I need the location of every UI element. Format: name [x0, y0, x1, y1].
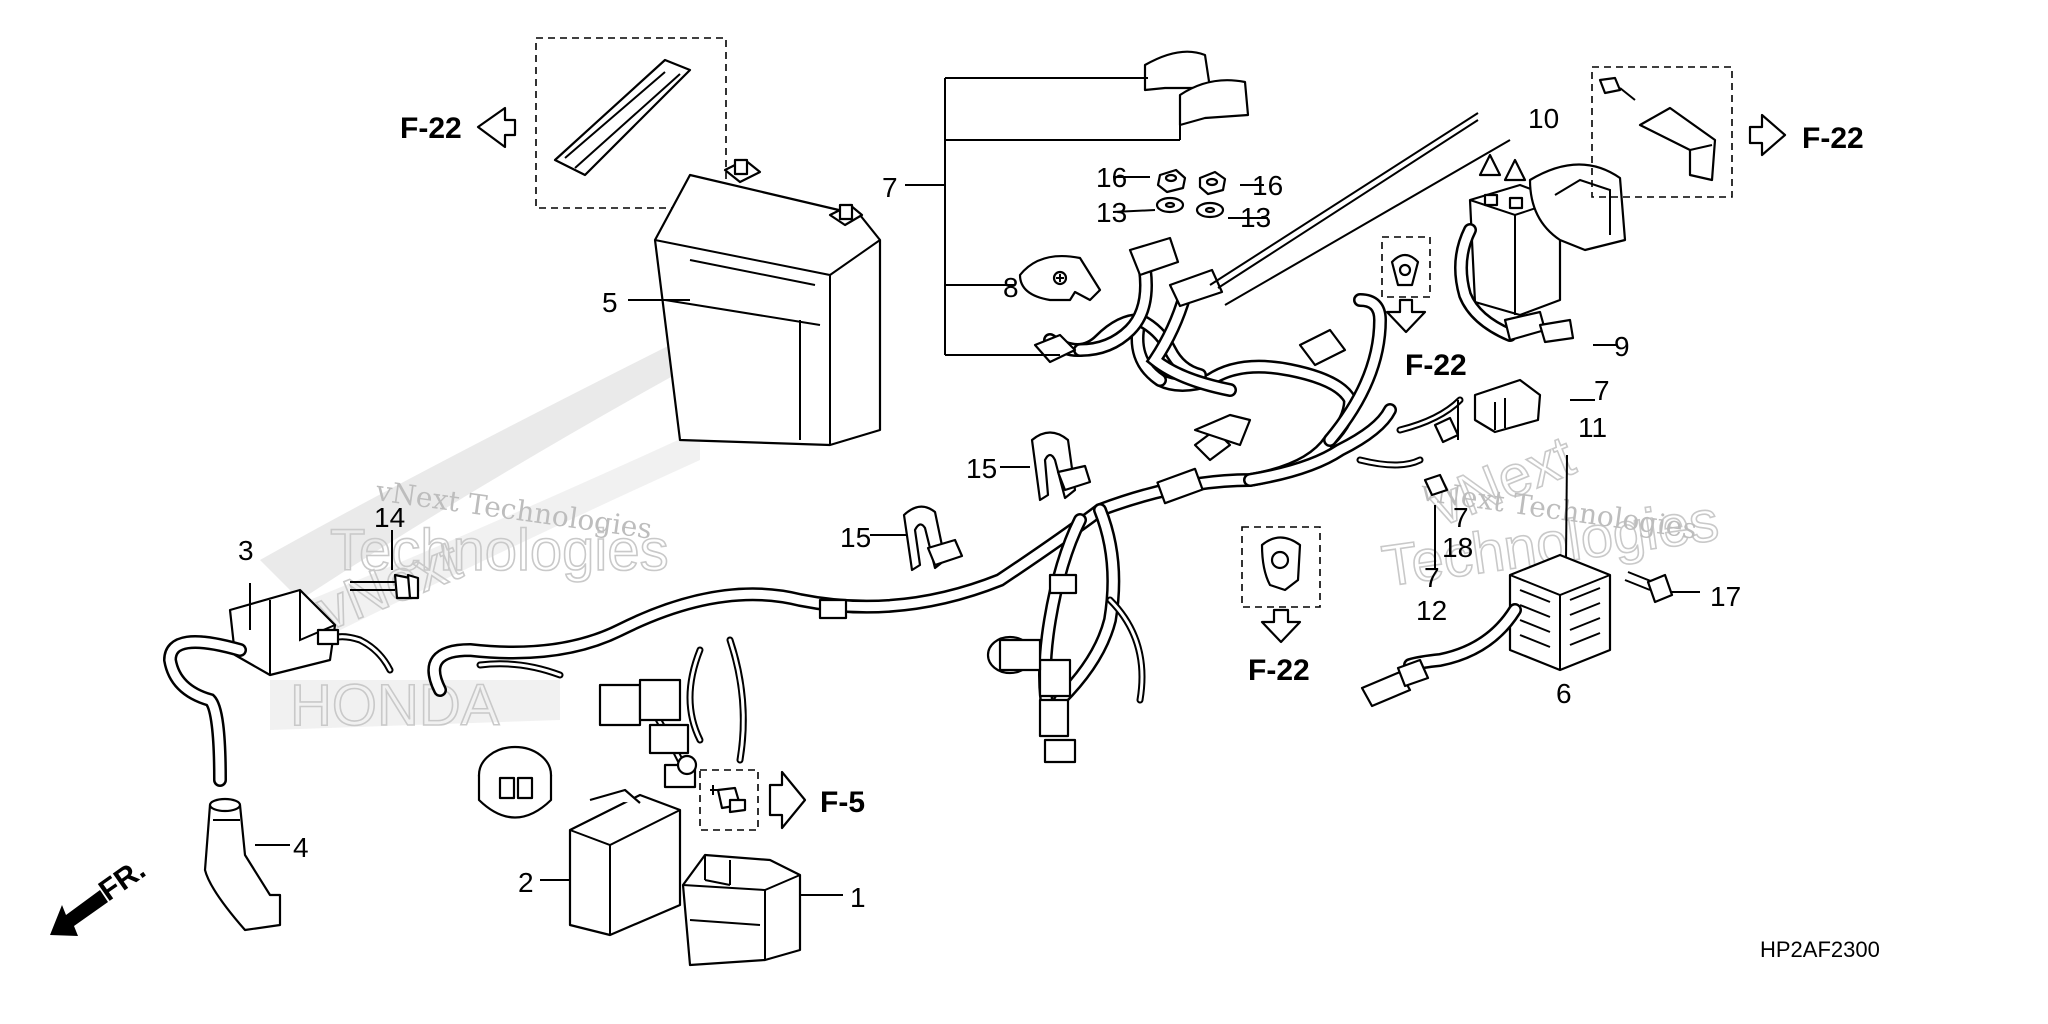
callout-17: 17	[1710, 581, 1741, 612]
ignition-coil	[162, 588, 340, 787]
connector-11	[1473, 378, 1542, 434]
callout-15a: 15	[966, 453, 997, 484]
diagram-code: HP2AF2300	[1760, 937, 1880, 962]
strap-detail	[564, 71, 681, 169]
callout-5: 5	[602, 287, 618, 318]
callout-8: 8	[1003, 272, 1019, 303]
wire-harness	[316, 293, 1464, 789]
callout-13a: 13	[1096, 197, 1127, 228]
callout-18: 18	[1442, 532, 1473, 563]
ref-label-f22-mid: F-22	[1405, 349, 1467, 382]
callout-7d: 7	[1424, 562, 1440, 593]
cdi-cover	[681, 853, 802, 967]
starter-relay	[1454, 153, 1627, 344]
ref-label-f22-topright: F-22	[1802, 122, 1864, 155]
bolt-f5-group	[699, 769, 759, 831]
nuts-washers	[1155, 168, 1227, 219]
spark-plug-cap	[203, 797, 282, 932]
front-direction-arrow: FR.	[50, 853, 152, 936]
callout-16a: 16	[1096, 162, 1127, 193]
callout-3: 3	[238, 535, 254, 566]
ref-label-f5: F-5	[820, 786, 865, 819]
callout-10: 10	[1528, 103, 1559, 134]
ref-label-f22-topleft: F-22	[400, 112, 462, 145]
watermark-brand: HONDA	[290, 673, 500, 738]
band-clip-15b	[902, 505, 964, 572]
callout-11: 11	[1578, 412, 1607, 443]
callout-14: 14	[374, 502, 405, 533]
ref-arrow-f22-lower: F-22	[1248, 608, 1310, 687]
ref-label-f22-lower: F-22	[1248, 654, 1310, 687]
bolt-17	[1624, 571, 1674, 604]
callout-12: 12	[1416, 595, 1447, 626]
callout-6: 6	[1556, 678, 1572, 709]
callout-16b: 16	[1252, 170, 1283, 201]
ground-terminal	[676, 754, 698, 776]
callout-7b: 7	[1594, 375, 1610, 406]
battery-cables	[1033, 236, 1237, 397]
callout-labels: 1 2 3 4 5 6 7 7 7 7 8 9 10 11 12 13 13 1…	[238, 103, 1741, 913]
callout-1: 1	[850, 882, 866, 913]
ref-arrow-f5: F-5	[768, 770, 865, 830]
watermark-logo-left-2: Technologies	[330, 518, 669, 583]
callout-9: 9	[1614, 331, 1630, 362]
ref-arrow-f22-mid: F-22	[1385, 298, 1467, 382]
battery	[653, 158, 882, 447]
ref-arrow-f22-topright: F-22	[1748, 113, 1864, 157]
callout-7a: 7	[882, 172, 898, 203]
clip-f22-low-group	[1241, 526, 1321, 608]
callout-15b: 15	[840, 522, 871, 553]
callout-4: 4	[293, 832, 309, 863]
terminal-cover-8	[1018, 254, 1102, 302]
relay-bracket-group	[1591, 66, 1733, 198]
band-clip-15a	[1030, 431, 1092, 502]
battery-strap-group	[535, 37, 727, 209]
battery-strap	[553, 58, 692, 177]
clip-f22-mid-group	[1381, 236, 1431, 298]
callout-7c: 7	[1453, 502, 1469, 533]
harness-clip	[1193, 413, 1252, 447]
ref-arrow-f22-topleft: F-22	[400, 106, 517, 149]
bolt-14	[350, 573, 420, 600]
cdi-unit	[477, 745, 682, 937]
small-terminals	[1423, 416, 1460, 497]
regulator-rectifier	[1360, 553, 1612, 708]
callout-2: 2	[518, 867, 534, 898]
terminal-caps	[1143, 50, 1250, 127]
callout-13b: 13	[1240, 202, 1271, 233]
